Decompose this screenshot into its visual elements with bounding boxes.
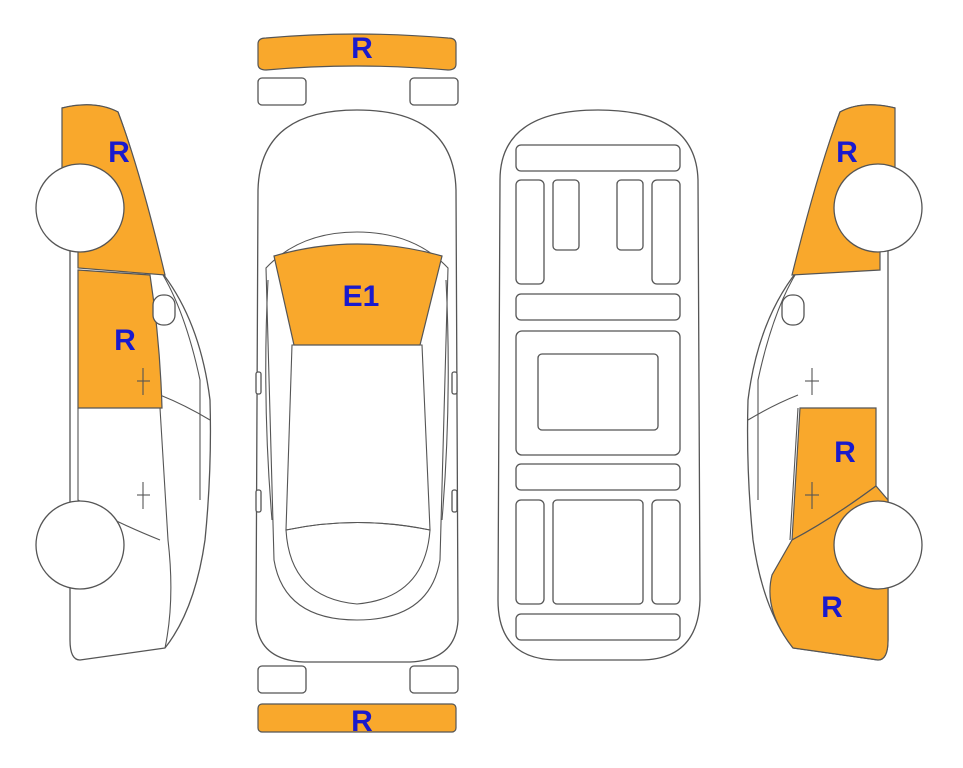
top-view-left-handle-front [255, 371, 262, 395]
front-bumper-panel[interactable] [257, 33, 457, 71]
rear-bumper-group [257, 665, 459, 733]
top-view-body [255, 109, 459, 663]
floor-rear-center [552, 499, 644, 605]
right-rear-quarter-label: R [821, 591, 843, 624]
left-front-wheel [35, 163, 125, 253]
left-side-pillar [159, 394, 211, 421]
left-mirror [152, 294, 176, 326]
right-side-pillar [747, 394, 799, 421]
floor-block-left [515, 179, 545, 285]
right-rear-door-label: R [834, 436, 856, 469]
left-front-door-handle [137, 368, 150, 395]
front-left-light [257, 77, 307, 106]
front-bumper-label: R [351, 32, 373, 65]
left-rear-door-handle [137, 482, 150, 509]
top-view-cabin [265, 231, 449, 621]
floor-center-inner [537, 353, 659, 431]
floor-seat-left [552, 179, 580, 251]
floor-block-right [651, 179, 681, 285]
rear-right-light [409, 665, 459, 694]
front-bumper-group [257, 33, 459, 106]
right-side-view [746, 104, 923, 661]
right-side-window-line [757, 269, 799, 500]
rear-bumper-panel[interactable] [257, 703, 457, 733]
left-front-door-panel[interactable] [77, 269, 163, 409]
floor-strip-3 [515, 463, 681, 491]
front-right-light [409, 77, 459, 106]
right-front-wheel [833, 163, 923, 253]
right-mirror [781, 294, 805, 326]
left-side-view [35, 104, 212, 661]
floor-strip-4 [515, 613, 681, 641]
top-view-car [255, 109, 459, 663]
top-view-left-handle-rear [255, 489, 262, 513]
top-view-right-handle-rear [451, 489, 458, 513]
left-front-door-label: R [114, 324, 136, 357]
rear-bumper-label: R [351, 705, 373, 738]
floor-rear-right [651, 499, 681, 605]
left-front-fender-label: R [108, 136, 130, 169]
right-front-fender-label: R [836, 136, 858, 169]
top-view-rear-glass [285, 521, 431, 605]
floor-rear-left [515, 499, 545, 605]
left-side-window-line [159, 269, 201, 500]
left-rear-wheel [35, 500, 125, 590]
hood-panel[interactable] [273, 243, 443, 346]
floor-seat-right [616, 179, 644, 251]
hood-label: E1 [343, 280, 380, 313]
floor-strip-1 [515, 144, 681, 172]
right-rear-wheel [833, 500, 923, 590]
floor-view [497, 109, 701, 661]
top-view-right-handle-front [451, 371, 458, 395]
left-side-sill [159, 407, 172, 649]
top-view-left-side-line [265, 279, 273, 521]
right-side-sill [789, 407, 799, 541]
right-front-door-handle [805, 368, 819, 395]
rear-left-light [257, 665, 307, 694]
top-view-right-side-line [441, 279, 449, 521]
floor-strip-2 [515, 293, 681, 321]
right-rear-door-handle [805, 482, 819, 509]
